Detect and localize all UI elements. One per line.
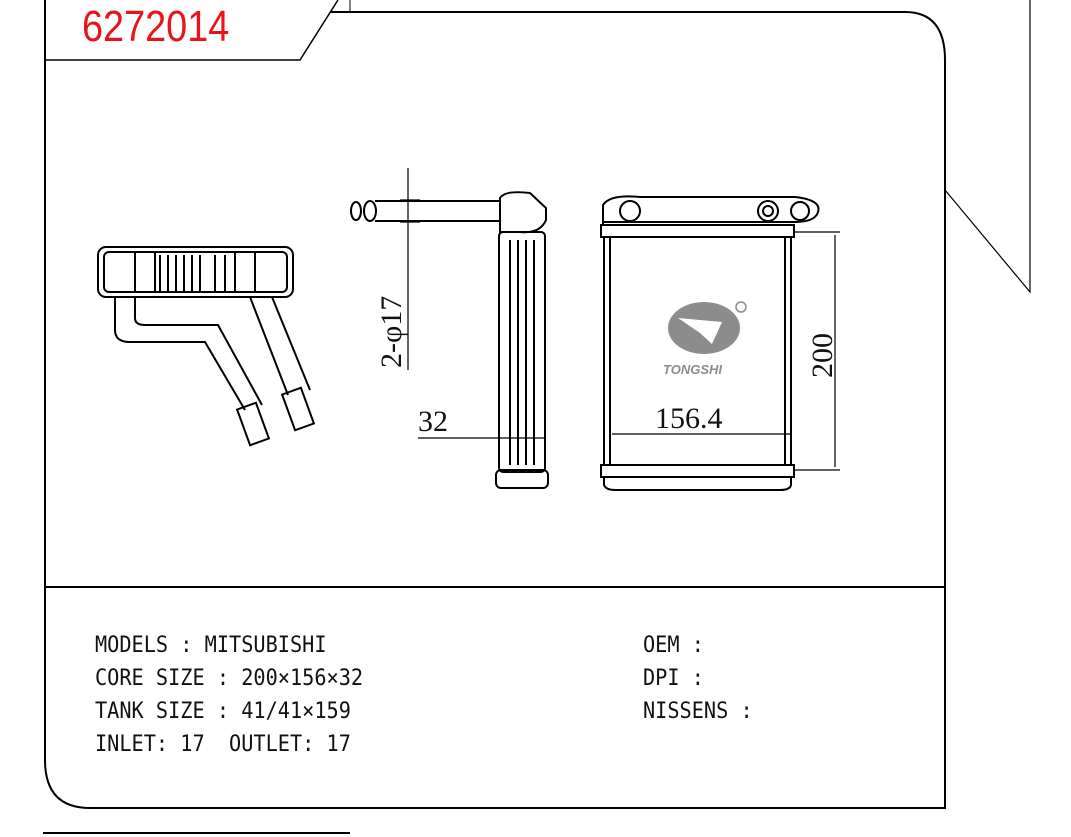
height-dimension: 200: [806, 333, 839, 378]
pipe-diameter-dimension: 2-φ17: [375, 295, 408, 368]
spec-oem: OEM :: [643, 633, 704, 658]
spec-nissens: NISSENS :: [643, 699, 753, 724]
logo-text: TONGSHI: [663, 362, 722, 377]
spec-models: MODELS : MITSUBISHI: [95, 633, 327, 658]
part-number: 6272014: [82, 2, 230, 51]
depth-dimension: 32: [418, 405, 448, 438]
logo-graphic: [668, 301, 747, 354]
front-view-drawing: [350, 191, 549, 489]
side-brand-label: MITSUBISHI: [952, 0, 1032, 195]
core-view-drawing: [600, 195, 820, 491]
spec-tank-size: TANK SIZE : 41/41×159: [95, 699, 351, 724]
spec-inlet-outlet: INLET: 17 OUTLET: 17: [95, 732, 351, 757]
width-dimension: 156.4: [655, 402, 723, 435]
spec-core-size: CORE SIZE : 200×156×32: [95, 666, 364, 691]
side-view-drawing: [97, 246, 316, 447]
spec-dpi: DPI :: [643, 666, 704, 691]
side-brand-text: MITSUBISHI: [1022, 0, 1032, 190]
